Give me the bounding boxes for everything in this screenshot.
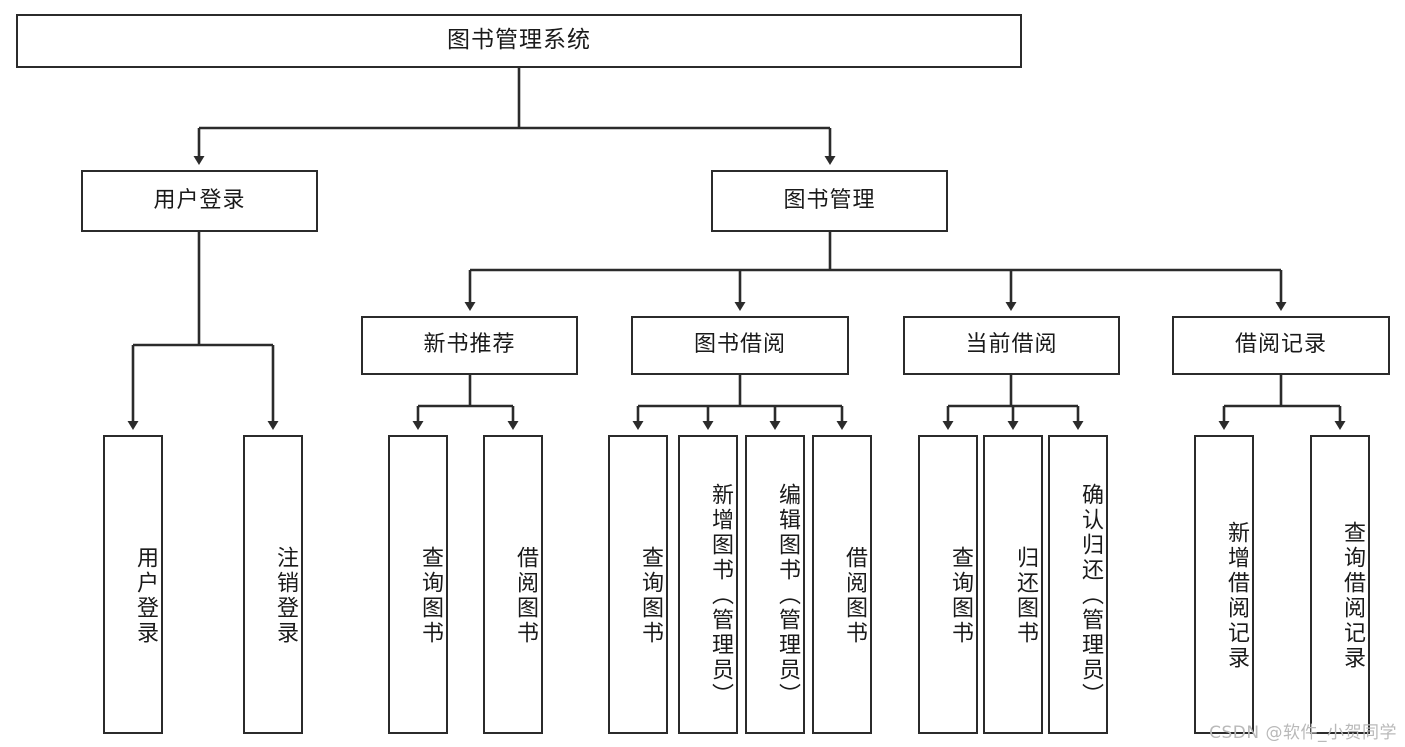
node-label: 新增借阅记录 <box>1224 520 1249 671</box>
node-label: 查询图书 <box>418 545 443 646</box>
node-label: 查询图书 <box>948 545 973 646</box>
node-new-book-recommend[interactable]: 新书推荐 <box>361 316 578 375</box>
leaf-recommend-borrow-book[interactable]: 借阅图书 <box>483 435 543 734</box>
node-label: 新增图书（管理员） <box>708 483 733 708</box>
node-label: 查询图书 <box>638 545 663 646</box>
leaf-user-login-signin[interactable]: 用户登录 <box>103 435 163 734</box>
node-book-borrow[interactable]: 图书借阅 <box>631 316 849 375</box>
leaf-user-login-signout[interactable]: 注销登录 <box>243 435 303 734</box>
leaf-borrow-borrow-book[interactable]: 借阅图书 <box>812 435 872 734</box>
node-label: 编辑图书（管理员） <box>775 483 800 708</box>
node-label: 确认归还（管理员） <box>1078 483 1103 708</box>
node-label: 借阅图书 <box>513 545 538 646</box>
node-label: 图书管理系统 <box>447 27 591 54</box>
leaf-borrow-query-book[interactable]: 查询图书 <box>608 435 668 734</box>
node-borrow-record[interactable]: 借阅记录 <box>1172 316 1390 375</box>
node-label: 新书推荐 <box>423 332 516 358</box>
node-label: 借阅记录 <box>1234 332 1327 358</box>
node-label: 查询借阅记录 <box>1340 520 1365 671</box>
node-label: 用户登录 <box>133 545 158 646</box>
node-label: 注销登录 <box>273 545 298 646</box>
node-user-login[interactable]: 用户登录 <box>81 170 318 232</box>
node-label: 归还图书 <box>1013 545 1038 646</box>
leaf-current-confirm-return-admin[interactable]: 确认归还（管理员） <box>1048 435 1108 734</box>
leaf-record-query-record[interactable]: 查询借阅记录 <box>1310 435 1370 734</box>
node-label: 当前借阅 <box>965 332 1058 358</box>
node-label: 图书借阅 <box>693 332 786 358</box>
node-current-borrow[interactable]: 当前借阅 <box>903 316 1120 375</box>
leaf-borrow-add-book-admin[interactable]: 新增图书（管理员） <box>678 435 738 734</box>
node-book-management[interactable]: 图书管理 <box>711 170 948 232</box>
leaf-record-add-record[interactable]: 新增借阅记录 <box>1194 435 1254 734</box>
node-label: 借阅图书 <box>842 545 867 646</box>
leaf-current-return-book[interactable]: 归还图书 <box>983 435 1043 734</box>
node-root-system[interactable]: 图书管理系统 <box>16 14 1022 68</box>
leaf-recommend-query-book[interactable]: 查询图书 <box>388 435 448 734</box>
node-label: 图书管理 <box>783 187 876 213</box>
node-label: 用户登录 <box>153 187 246 213</box>
csdn-watermark: CSDN @软件_小贺同学 <box>1209 723 1397 743</box>
leaf-borrow-edit-book-admin[interactable]: 编辑图书（管理员） <box>745 435 805 734</box>
leaf-current-query-book[interactable]: 查询图书 <box>918 435 978 734</box>
